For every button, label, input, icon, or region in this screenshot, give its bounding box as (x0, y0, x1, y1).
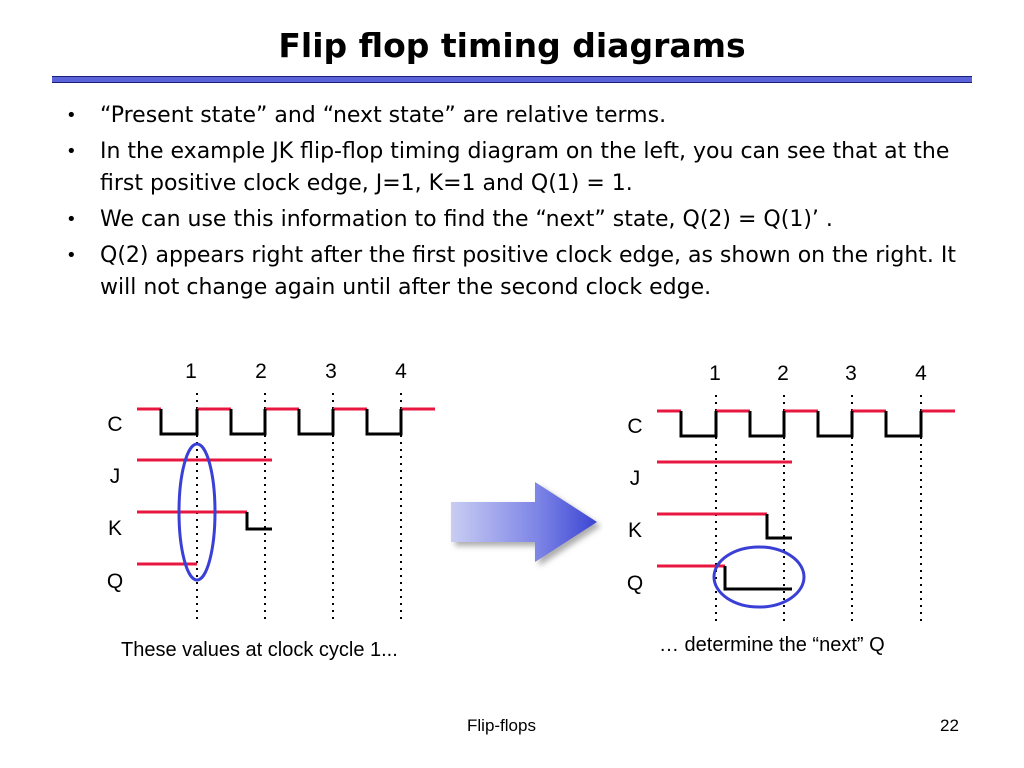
signal-label-j: J (110, 465, 121, 488)
page-number: 22 (940, 716, 959, 735)
left-diagram-caption: These values at clock cycle 1... (121, 639, 398, 661)
cycle-1-highlight-ellipse (177, 442, 217, 582)
footer-section-label: Flip-flops (467, 716, 536, 735)
clock-edge-label: 1 (185, 360, 197, 383)
clock-edge-label: 2 (777, 362, 789, 385)
clock-edge-label: 4 (915, 362, 927, 385)
bullet-text: In the example JK flip-flop timing diagr… (100, 139, 950, 196)
right-arrow-icon (451, 482, 597, 562)
bullet-item: • Q(2) appears right after the first posi… (62, 240, 982, 304)
clock-edge-label: 2 (255, 360, 267, 383)
bullet-item: • “Present state” and “next state” are re… (62, 100, 982, 132)
signal-label-k: K (628, 519, 642, 542)
bullet-item: • In the example JK flip-flop timing diag… (62, 136, 982, 200)
clock-low-segments (679, 411, 923, 438)
bullet-marker: • (66, 141, 77, 162)
bullet-item: • We can use this information to find the… (62, 204, 982, 236)
q-waveform (657, 564, 792, 591)
clock-edge-label: 1 (709, 362, 721, 385)
next-q-highlight-ellipse (712, 545, 806, 609)
title-rule (52, 76, 972, 83)
clock-edge-label: 3 (845, 362, 857, 385)
clock-low-segments (159, 409, 403, 436)
signal-label-j: J (630, 467, 641, 490)
bullet-text: Q(2) appears right after the first posit… (100, 243, 956, 300)
slide-title: Flip flop timing diagrams (278, 26, 746, 65)
right-diagram-caption: … determine the “next” Q (659, 634, 885, 656)
bullet-text: “Present state” and “next state” are rel… (100, 103, 667, 128)
clock-waveform (137, 407, 435, 436)
bullet-marker: • (66, 105, 77, 126)
bullet-marker: • (66, 209, 77, 230)
k-waveform (657, 512, 792, 540)
clock-edge-label: 4 (395, 360, 407, 383)
bullet-text: We can use this information to find the … (100, 207, 833, 232)
bullet-list: • “Present state” and “next state” are re… (62, 100, 982, 308)
left-timing-diagram: 1 2 3 4 C J K Q (107, 360, 435, 623)
clock-edge-label: 3 (325, 360, 337, 383)
signal-label-q: Q (107, 570, 123, 593)
k-waveform (137, 510, 272, 531)
signal-label-q: Q (627, 572, 643, 595)
clock-waveform (657, 409, 955, 438)
signal-label-c: C (627, 415, 642, 438)
signal-label-c: C (107, 413, 122, 436)
bullet-marker: • (66, 245, 77, 266)
right-timing-diagram: 1 2 3 4 C J K Q (627, 362, 955, 625)
signal-label-k: K (108, 517, 122, 540)
